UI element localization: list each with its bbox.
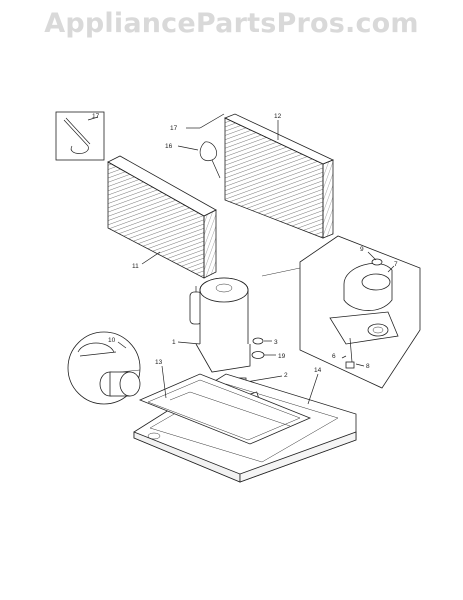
callout-14: 14	[314, 367, 322, 374]
capacitor-inset: 10	[67, 331, 141, 405]
callout-19: 19	[278, 353, 286, 360]
callout-17-inset: 17	[92, 113, 100, 120]
evaporator-coil: 12	[223, 113, 335, 239]
callout-13: 13	[155, 359, 163, 366]
callout-1: 1	[172, 339, 176, 346]
callout-3: 3	[274, 339, 278, 346]
callout-2: 2	[284, 372, 288, 379]
callout-6: 6	[332, 353, 336, 360]
drain-tray: 13	[138, 359, 312, 445]
callout-12: 12	[274, 113, 282, 120]
callout-9: 9	[360, 246, 364, 253]
callout-8: 8	[366, 363, 370, 370]
callout-10: 10	[108, 337, 116, 344]
terminal-cover-inset: 9 7 6 8	[261, 235, 421, 389]
grommets: 3 19	[251, 337, 286, 360]
callout-17: 17	[170, 125, 178, 132]
condenser-coil: 11	[107, 155, 217, 279]
tube-assembly: 17 16	[165, 113, 225, 179]
callout-7: 7	[394, 261, 398, 268]
compressor: 1	[172, 277, 251, 373]
callout-11: 11	[132, 263, 139, 270]
capillary-tube-inset: 17	[55, 111, 105, 161]
site-watermark: AppliancePartsPros.com	[44, 8, 419, 39]
callout-16: 16	[165, 143, 173, 150]
